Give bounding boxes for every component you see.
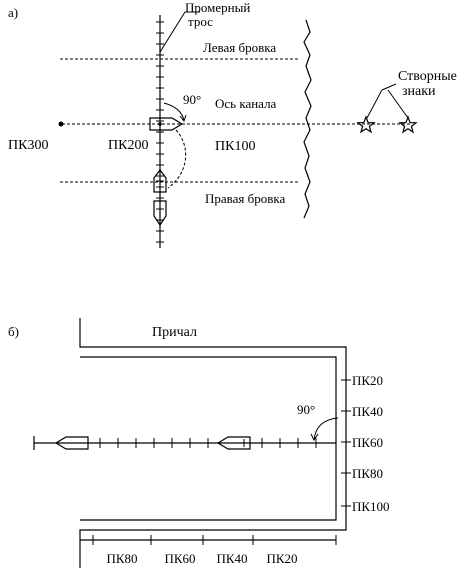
panel-a-tag: а) [8,5,18,20]
right-pk-label: ПК20 [352,373,383,388]
berth-outer [79,318,347,568]
pk100-label: ПК100 [215,139,255,154]
bottom-pk-label: ПК60 [164,551,195,566]
angle-arc-arrow [179,114,187,123]
angle-arc-b [313,417,339,441]
boat-down [153,200,167,227]
sounding-cable-label-line1: Промерный [185,0,250,15]
right-pk-label: ПК60 [352,435,383,450]
left-edge-label: Левая бровка [203,40,276,55]
boat-marker [158,122,162,126]
range-sign-star-1 [356,115,376,134]
range-signs-label: Створные знаки [398,69,460,99]
panel-b-tag: б) [8,324,19,339]
bottom-pk-label: ПК20 [266,551,297,566]
bottom-pk-label: ПК80 [106,551,137,566]
range-signs-label-line2: знаки [402,84,436,99]
turning-path [167,129,187,189]
pk300-point [58,121,64,127]
pk300-label: ПК300 [8,138,48,153]
pk200-label: ПК200 [108,138,148,153]
berth-inner [80,356,337,521]
range-sign-leader-2 [387,89,409,119]
boat-left-2 [216,436,251,450]
angle-label-a: 90° [183,92,201,107]
bottom-pk-ticks [92,535,337,545]
bottom-pk-label: ПК40 [216,551,247,566]
range-sign-star-2 [398,115,418,134]
right-pk-ticks [341,379,351,507]
boat-on-axis [149,117,184,131]
right-pk-label: ПК40 [352,404,383,419]
sounding-cable-label-line2: трос [188,14,213,29]
sounding-cable-leader [159,11,186,53]
right-pk-label: ПК100 [352,499,390,514]
right-pk-label: ПК80 [352,466,383,481]
bottom-pk-labels: ПК80 ПК60 ПК40 ПК20 [106,551,297,566]
angle-arc-b-arrow [310,433,319,441]
panel-a: а) Промерный трос Левая бровка Ось канал… [8,0,460,248]
sounding-cable-ticks [156,21,164,243]
angle-arc [163,102,185,122]
boat-up [153,169,167,193]
cable-ticks-b [99,438,317,448]
boat-left-1 [54,436,89,450]
range-signs-label-line1: Створные [398,69,457,84]
range-sign-leader-1 [366,89,383,119]
angle-label-b: 90° [297,402,315,417]
sounding-cable-label: Промерный трос [185,0,254,29]
channel-axis-label: Ось канала [215,96,277,111]
range-sign-leader-bar [381,83,397,91]
right-edge-label: Правая бровка [205,191,285,206]
berth-label: Причал [152,325,197,340]
shore-line [303,19,312,219]
